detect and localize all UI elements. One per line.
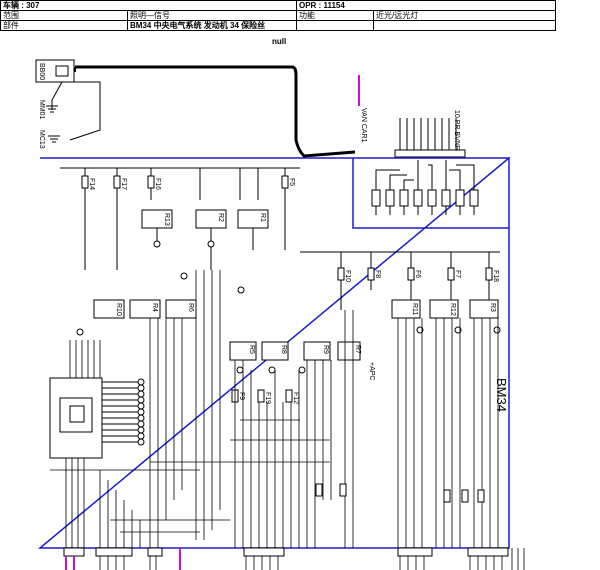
svg-text:R11: R11 [411,303,418,315]
svg-text:F7: F7 [454,270,461,278]
svg-text:R12: R12 [449,303,456,316]
svg-text:R1: R1 [259,213,266,222]
svg-text:F16: F16 [154,178,161,190]
svg-text:F10: F10 [344,270,351,282]
svg-text:F12: F12 [292,392,299,404]
relays-right [391,299,499,319]
svg-text:R5: R5 [248,345,255,354]
svg-text:F14: F14 [88,178,95,190]
relays-center [229,341,361,361]
fuse-block-upper-right [371,189,479,207]
svg-text:R10: R10 [115,303,122,316]
relays-top [141,209,269,229]
svg-text:R4: R4 [151,303,158,312]
fuse-labels-left: F14 F17 F16 F5 [81,175,295,190]
harness-line [75,65,356,158]
bm34-label: BM34 [494,378,509,412]
svg-text:F8: F8 [374,270,381,278]
connector-wires [399,118,457,150]
wire-field [50,270,499,548]
svg-text:F6: F6 [414,270,421,278]
svg-text:R9: R9 [322,345,329,354]
null-label: null [272,37,287,46]
svg-text:R2: R2 [217,213,224,222]
svg-text:R8: R8 [280,345,287,354]
svg-text:R3: R3 [489,303,496,312]
svg-text:F9: F9 [238,392,245,400]
svg-text:F19: F19 [264,392,271,404]
header-table: 车辆 : 307 OPR : 11154 范围 照明—信号 功能 近光/远光灯 … [0,0,556,31]
fuse-labels-low: F9 F19 F12 [231,389,299,404]
svg-text:R13: R13 [163,213,170,226]
van-car-label: VAN CAR1 [360,108,367,143]
svg-text:F17: F17 [120,178,127,190]
svg-text:F5: F5 [288,178,295,186]
svg-text:R6: R6 [187,303,194,312]
apc-label: +APC [368,362,375,380]
control-unit-pins [102,378,145,446]
mm01-label: MM01 [38,100,45,120]
bb00-label: BB00 [38,63,45,80]
mc13-label: MC13 [38,130,45,149]
svg-text:R7: R7 [354,345,361,354]
svg-text:F18: F18 [492,270,499,282]
control-unit [49,377,103,459]
bottom-connectors [63,547,509,557]
relays-mid [93,299,197,319]
